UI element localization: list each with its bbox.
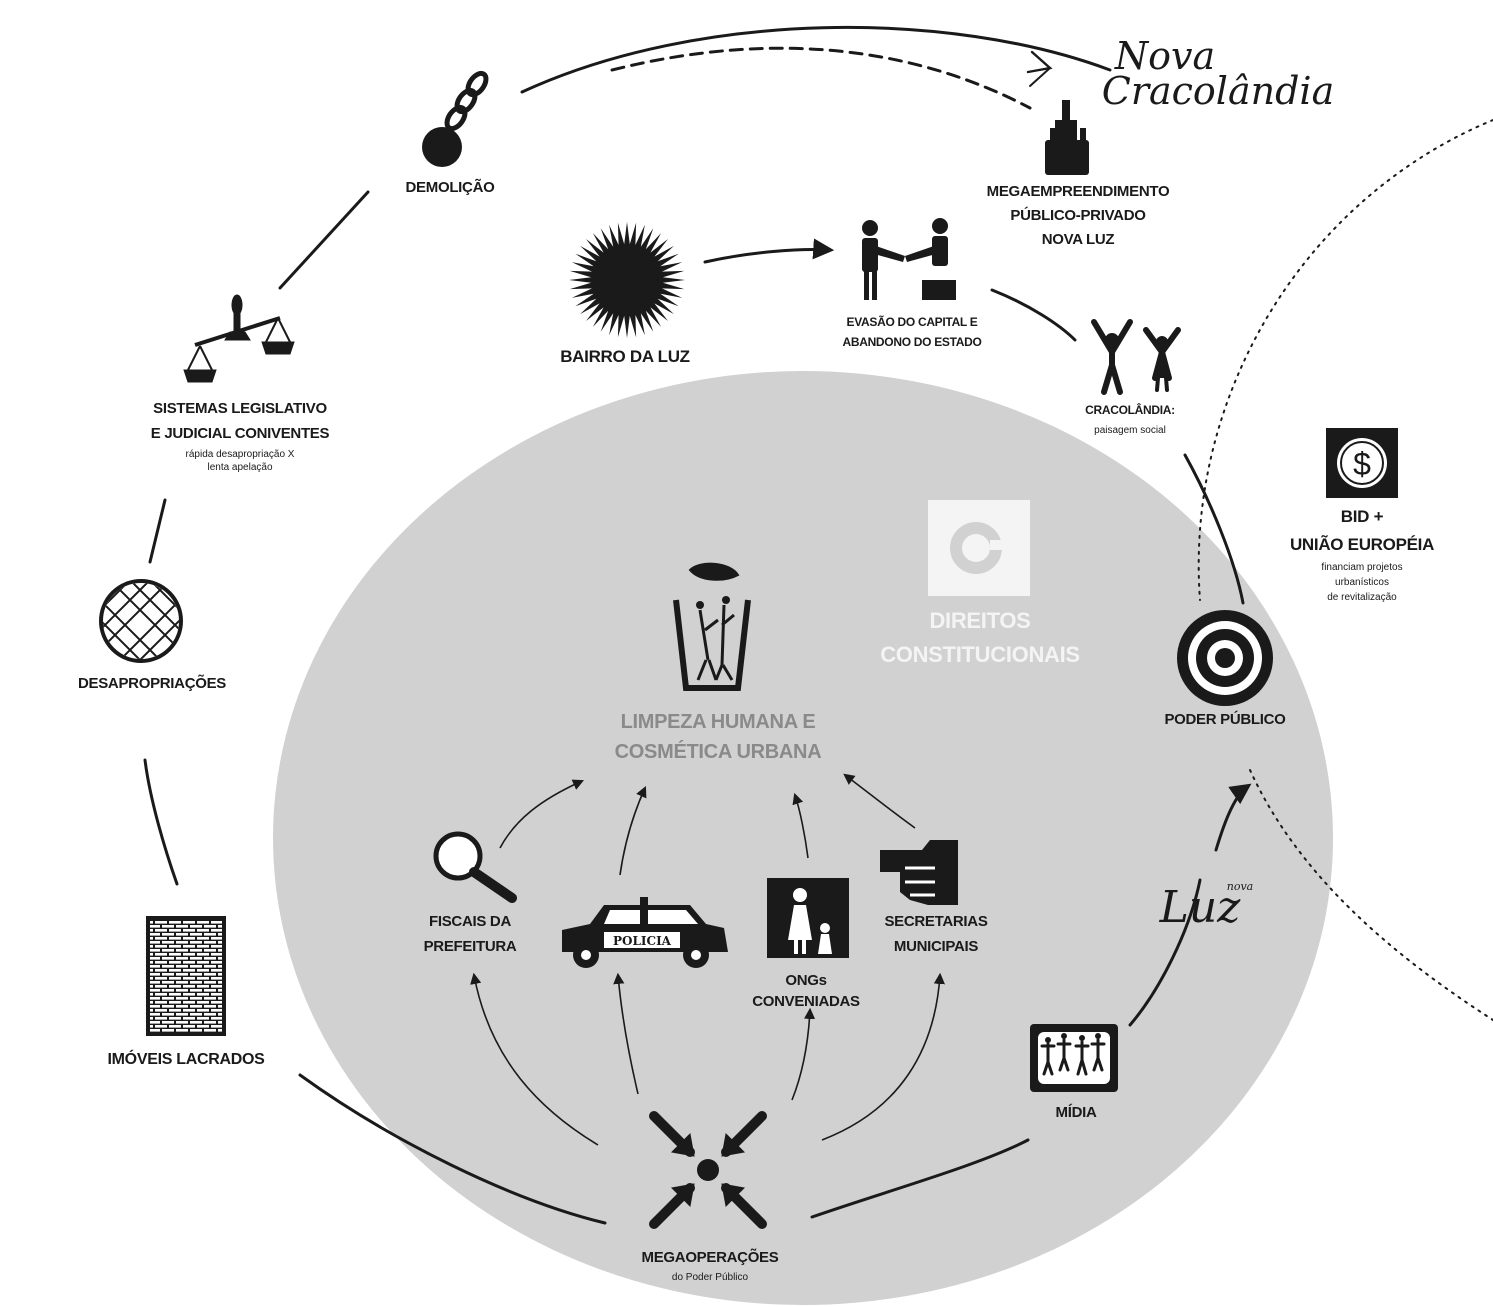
constitution-watermark-icon bbox=[928, 500, 1030, 596]
chain-icon bbox=[444, 70, 489, 132]
midia-label: MÍDIA bbox=[1056, 1104, 1097, 1121]
handshake-icon bbox=[862, 218, 956, 300]
ongs-line1: ONGs bbox=[785, 972, 826, 989]
megaempreendimento-line2: PÚBLICO-PRIVADO bbox=[1010, 206, 1146, 224]
evasao-line1: EVASÃO DO CAPITAL E bbox=[847, 314, 978, 329]
dollar-icon: $ bbox=[1326, 428, 1398, 498]
police-car-icon: POLICIA bbox=[562, 897, 728, 968]
title-line2: Cracolândia bbox=[1102, 69, 1334, 113]
dotted-arc bbox=[1197, 119, 1493, 1021]
cycle-connectors bbox=[143, 26, 1252, 1225]
cracolandia-sub: paisagem social bbox=[1094, 425, 1166, 436]
dollar-symbol: $ bbox=[1353, 446, 1371, 482]
secretarias-line2: MUNICIPAIS bbox=[894, 938, 979, 955]
limpeza-line1: LIMPEZA HUMANA E bbox=[621, 711, 816, 733]
demolicao-label: DEMOLIÇÃO bbox=[406, 178, 496, 196]
desapropriacoes-label: DESAPROPRIAÇÕES bbox=[78, 674, 226, 692]
limpeza-line2: COSMÉTICA URBANA bbox=[615, 740, 822, 763]
target-icon bbox=[1177, 610, 1273, 706]
poder-publico-label: PODER PÚBLICO bbox=[1164, 710, 1286, 728]
bid-line1: BID + bbox=[1341, 507, 1384, 526]
magnifier-icon bbox=[433, 831, 517, 903]
sistemas-line2: E JUDICIAL CONIVENTES bbox=[151, 425, 330, 442]
trash-can-people-icon bbox=[673, 562, 751, 691]
ongs-line2: CONVENIADAS bbox=[752, 993, 860, 1010]
megaoperacoes-label: MEGAOPERAÇÕES bbox=[642, 1248, 779, 1266]
secretarias-line1: SECRETARIAS bbox=[884, 913, 987, 930]
central-ellipse bbox=[273, 371, 1333, 1305]
mother-child-icon bbox=[767, 878, 849, 958]
direitos-line2: CONSTITUCIONAIS bbox=[880, 642, 1080, 667]
brick-wall-icon bbox=[146, 916, 226, 1036]
net-globe-icon bbox=[99, 579, 183, 663]
nova-luz-logo-big: Luz bbox=[1159, 882, 1242, 933]
bid-sub2: urbanísticos bbox=[1335, 577, 1389, 588]
sistemas-sub2: lenta apelação bbox=[207, 462, 272, 473]
bairro-da-luz-label: BAIRRO DA LUZ bbox=[560, 347, 690, 366]
imoveis-label: IMÓVEIS LACRADOS bbox=[108, 1049, 266, 1068]
sun-burst-shape bbox=[569, 222, 685, 338]
policia-label: POLICIA bbox=[613, 934, 672, 948]
scales-of-justice-icon bbox=[183, 294, 295, 383]
title-line1: Nova bbox=[1114, 34, 1215, 78]
operation-arrows bbox=[470, 773, 945, 1146]
megaempreendimento-line1: MEGAEMPREENDIMENTO bbox=[987, 183, 1170, 200]
cracolandia-label: CRACOLÂNDIA: bbox=[1085, 402, 1175, 417]
megaempreendimento-line3: NOVA LUZ bbox=[1042, 231, 1115, 248]
bid-sub1: financiam projetos bbox=[1321, 562, 1402, 573]
inward-arrows-icon bbox=[649, 1111, 767, 1229]
pointing-hand-icon bbox=[880, 840, 958, 905]
sistemas-line1: SISTEMAS LEGISLATIVO bbox=[153, 400, 327, 417]
evasao-line2: ABANDONO DO ESTADO bbox=[842, 335, 981, 349]
nova-luz-logo-small: nova bbox=[1227, 880, 1253, 893]
direitos-line1: DIREITOS bbox=[929, 608, 1030, 633]
megaoperacoes-sub: do Poder Público bbox=[672, 1272, 749, 1283]
sun-burst-icon bbox=[569, 222, 685, 338]
bid-line2: UNIÃO EUROPÉIA bbox=[1290, 534, 1434, 554]
nova-luz-logo: nova Luz bbox=[1159, 880, 1254, 933]
fiscais-line2: PREFEITURA bbox=[424, 938, 517, 955]
sistemas-sub1: rápida desapropriação X bbox=[186, 449, 295, 460]
tv-screen-icon bbox=[1030, 1024, 1118, 1092]
wrecking-ball-icon bbox=[422, 127, 462, 167]
fiscais-line1: FISCAIS DA bbox=[429, 913, 511, 930]
bid-sub3: de revitalização bbox=[1327, 592, 1397, 603]
cheering-people-icon bbox=[1091, 319, 1181, 395]
tower-building-icon bbox=[1045, 100, 1089, 175]
nova-cracolandia-title: Nova Cracolândia bbox=[1102, 34, 1334, 113]
